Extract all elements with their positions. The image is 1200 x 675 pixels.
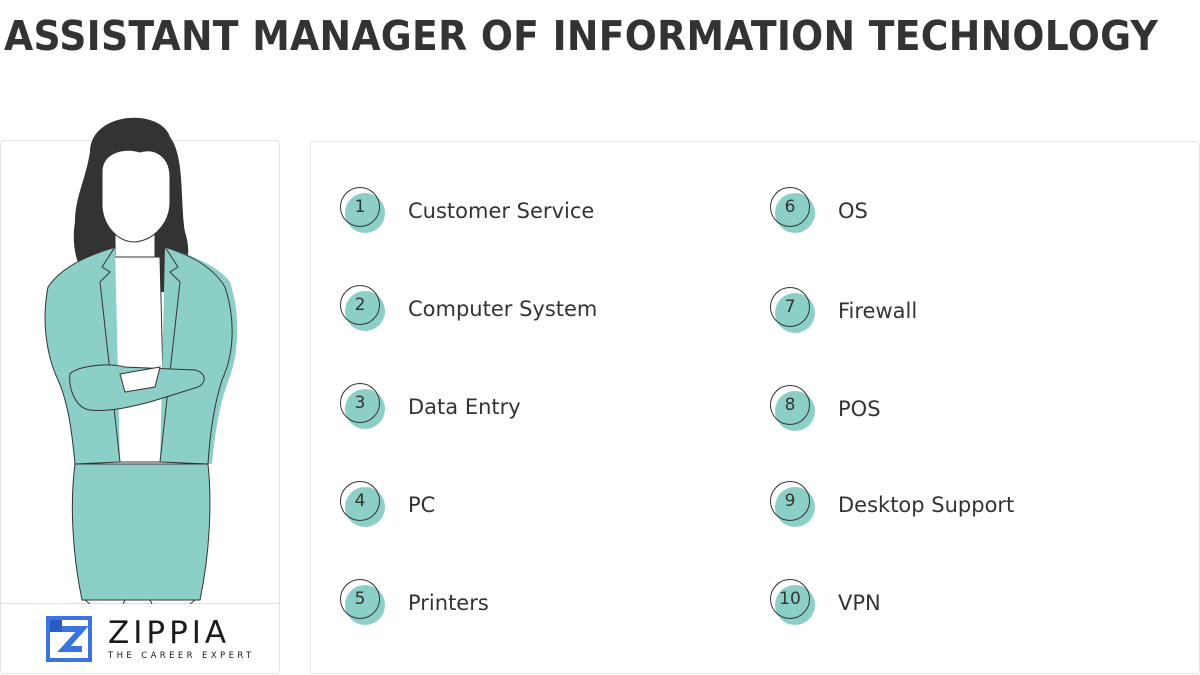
number-badge: 9 (770, 481, 818, 529)
brand-name: ZIPPIA (108, 615, 231, 651)
number-badge: 1 (340, 187, 388, 235)
number-badge: 7 (770, 287, 818, 335)
skill-item: 10 VPN (770, 579, 881, 627)
number-badge: 6 (770, 187, 818, 235)
skill-item: 1 Customer Service (340, 187, 594, 235)
brand-tagline: THE CAREER EXPERT (108, 651, 255, 661)
skill-item: 6 OS (770, 187, 868, 235)
number-badge: 4 (340, 481, 388, 529)
zippia-z-logo-icon (46, 616, 92, 662)
skill-label: Computer System (408, 297, 598, 321)
number-badge: 10 (770, 579, 818, 627)
skill-item: 7 Firewall (770, 287, 917, 335)
skill-label: Firewall (838, 299, 918, 323)
skill-item: 3 Data Entry (340, 383, 521, 431)
zippia-logo[interactable]: ZIPPIA THE CAREER EXPERT (46, 616, 255, 662)
skill-label: VPN (838, 591, 881, 615)
skill-label: Printers (408, 591, 489, 615)
card-divider (1, 603, 279, 604)
skill-label: POS (838, 397, 881, 421)
number-badge: 2 (340, 285, 388, 333)
skill-item: 8 POS (770, 385, 881, 433)
businesswoman-illustration (44, 117, 238, 604)
skill-label: PC (408, 493, 436, 517)
skill-label: Customer Service (408, 199, 595, 223)
skill-item: 2 Computer System (340, 285, 597, 333)
number-badge: 3 (340, 383, 388, 431)
skill-item: 5 Printers (340, 579, 489, 627)
skill-item: 9 Desktop Support (770, 481, 1014, 529)
skills-card (310, 141, 1200, 674)
page-title: ASSISTANT MANAGER OF INFORMATION TECHNOL… (4, 12, 1159, 60)
number-badge: 8 (770, 385, 818, 433)
skill-label: OS (838, 199, 868, 223)
skill-item: 4 PC (340, 481, 435, 529)
number-badge: 5 (340, 579, 388, 627)
skill-label: Desktop Support (838, 493, 1015, 517)
skill-label: Data Entry (408, 395, 521, 419)
